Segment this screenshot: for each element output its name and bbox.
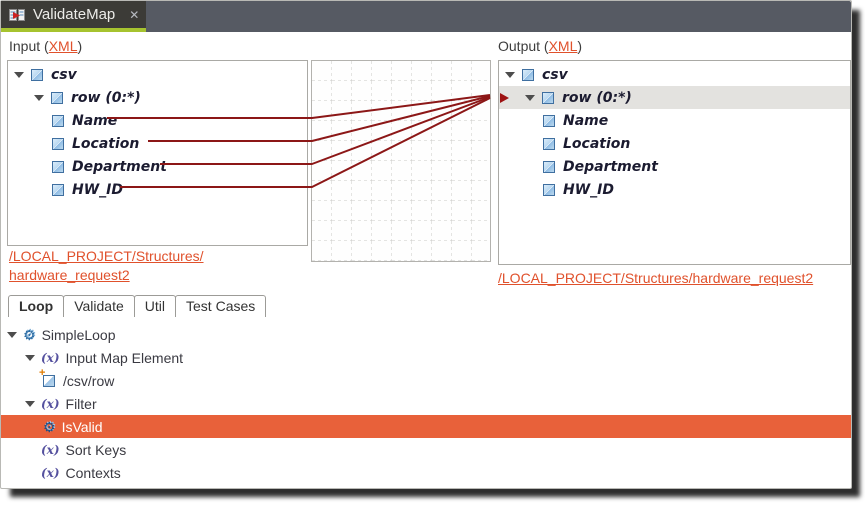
element-icon bbox=[543, 160, 555, 173]
input-tree-item-hwid[interactable]: HW_ID bbox=[8, 178, 307, 201]
grid-pattern bbox=[312, 61, 490, 261]
gears-icon: ⚙ bbox=[43, 418, 56, 435]
loop-config-tree: ⚙ SimpleLoop (x) Input Map Element + /cs… bbox=[1, 323, 851, 484]
output-tree-item-csv[interactable]: csv bbox=[499, 63, 850, 86]
output-tree-panel: csv row (0:*) Name Location Department H… bbox=[498, 60, 851, 265]
output-tree-item-department[interactable]: Department bbox=[499, 155, 850, 178]
chevron-down-icon[interactable] bbox=[25, 354, 35, 361]
output-xml-link[interactable]: XML bbox=[548, 38, 578, 54]
element-icon bbox=[52, 183, 64, 196]
tab-util[interactable]: Util bbox=[133, 295, 177, 317]
element-icon bbox=[51, 91, 63, 104]
input-tree-item-location[interactable]: Location bbox=[8, 132, 307, 155]
element-icon bbox=[52, 114, 64, 127]
chevron-down-icon[interactable] bbox=[525, 94, 535, 101]
expression-icon: (x) bbox=[41, 465, 60, 480]
validatemap-editor-window: ValidateMap ✕ Input (XML) Output (XML) c… bbox=[0, 0, 852, 489]
gears-icon: ⚙ bbox=[23, 326, 36, 343]
element-icon bbox=[543, 183, 555, 196]
output-label-text: Output ( bbox=[498, 38, 549, 54]
element-icon bbox=[31, 68, 43, 81]
tree-item-input-map-element[interactable]: (x) Input Map Element bbox=[1, 346, 851, 369]
input-tree-item-name[interactable]: Name bbox=[8, 109, 307, 132]
element-icon bbox=[542, 91, 554, 104]
output-tree-item-name[interactable]: Name bbox=[499, 109, 850, 132]
tab-validate[interactable]: Validate bbox=[63, 295, 135, 317]
input-tree-item-csv[interactable]: csv bbox=[8, 63, 307, 86]
input-structure-link[interactable]: /LOCAL_PROJECT/Structures/ hardware_requ… bbox=[9, 248, 204, 283]
editor-tab-bar: ValidateMap ✕ bbox=[1, 1, 851, 32]
chevron-down-icon[interactable] bbox=[25, 400, 35, 407]
output-tree-item-row[interactable]: row (0:*) bbox=[499, 86, 850, 109]
input-tree-panel: csv row (0:*) Name Location Department H… bbox=[7, 60, 308, 246]
element-icon bbox=[52, 137, 64, 150]
input-tree-item-department[interactable]: Department bbox=[8, 155, 307, 178]
tab-test-cases[interactable]: Test Cases bbox=[175, 295, 267, 317]
input-tree-item-row[interactable]: row (0:*) bbox=[8, 86, 307, 109]
tree-item-csv-row[interactable]: + /csv/row bbox=[39, 366, 115, 389]
tree-item-filter[interactable]: (x) Filter bbox=[1, 392, 851, 415]
tree-item-contexts[interactable]: (x) Contexts bbox=[41, 464, 121, 481]
output-tree-item-hwid[interactable]: HW_ID bbox=[499, 178, 850, 201]
output-tree-item-location[interactable]: Location bbox=[499, 132, 850, 155]
element-add-icon: + bbox=[39, 367, 55, 387]
expression-icon: (x) bbox=[41, 442, 60, 457]
expression-icon: (x) bbox=[41, 350, 60, 365]
input-section-label: Input (XML) bbox=[9, 38, 83, 54]
close-icon[interactable]: ✕ bbox=[129, 7, 140, 22]
element-icon bbox=[522, 68, 534, 81]
editor-tab-validatemap[interactable]: ValidateMap ✕ bbox=[1, 1, 146, 28]
output-section-label: Output (XML) bbox=[498, 38, 583, 54]
mapping-target-arrow-icon bbox=[500, 93, 509, 103]
tree-item-isvalid[interactable]: ⚙ IsValid bbox=[1, 415, 851, 438]
tab-loop[interactable]: Loop bbox=[8, 295, 65, 317]
chevron-down-icon[interactable] bbox=[34, 94, 44, 101]
tree-item-simpleloop[interactable]: ⚙ SimpleLoop bbox=[1, 323, 851, 346]
active-tab-indicator bbox=[1, 28, 146, 32]
mapping-canvas bbox=[311, 60, 491, 262]
input-xml-link[interactable]: XML bbox=[48, 38, 78, 54]
element-icon bbox=[52, 160, 64, 173]
input-label-text: Input ( bbox=[9, 38, 49, 54]
output-structure-link[interactable]: /LOCAL_PROJECT/Structures/hardware_reque… bbox=[498, 270, 814, 286]
chevron-down-icon[interactable] bbox=[505, 71, 515, 78]
bottom-tab-bar: Loop Validate Util Test Cases bbox=[8, 295, 267, 317]
chevron-down-icon[interactable] bbox=[7, 331, 17, 338]
chevron-down-icon[interactable] bbox=[14, 71, 24, 78]
map-icon bbox=[9, 8, 25, 21]
element-icon bbox=[543, 137, 555, 150]
tree-item-sort-keys[interactable]: (x) Sort Keys bbox=[41, 441, 127, 458]
element-icon bbox=[543, 114, 555, 127]
expression-icon: (x) bbox=[41, 396, 60, 411]
editor-tab-title: ValidateMap bbox=[33, 6, 116, 23]
